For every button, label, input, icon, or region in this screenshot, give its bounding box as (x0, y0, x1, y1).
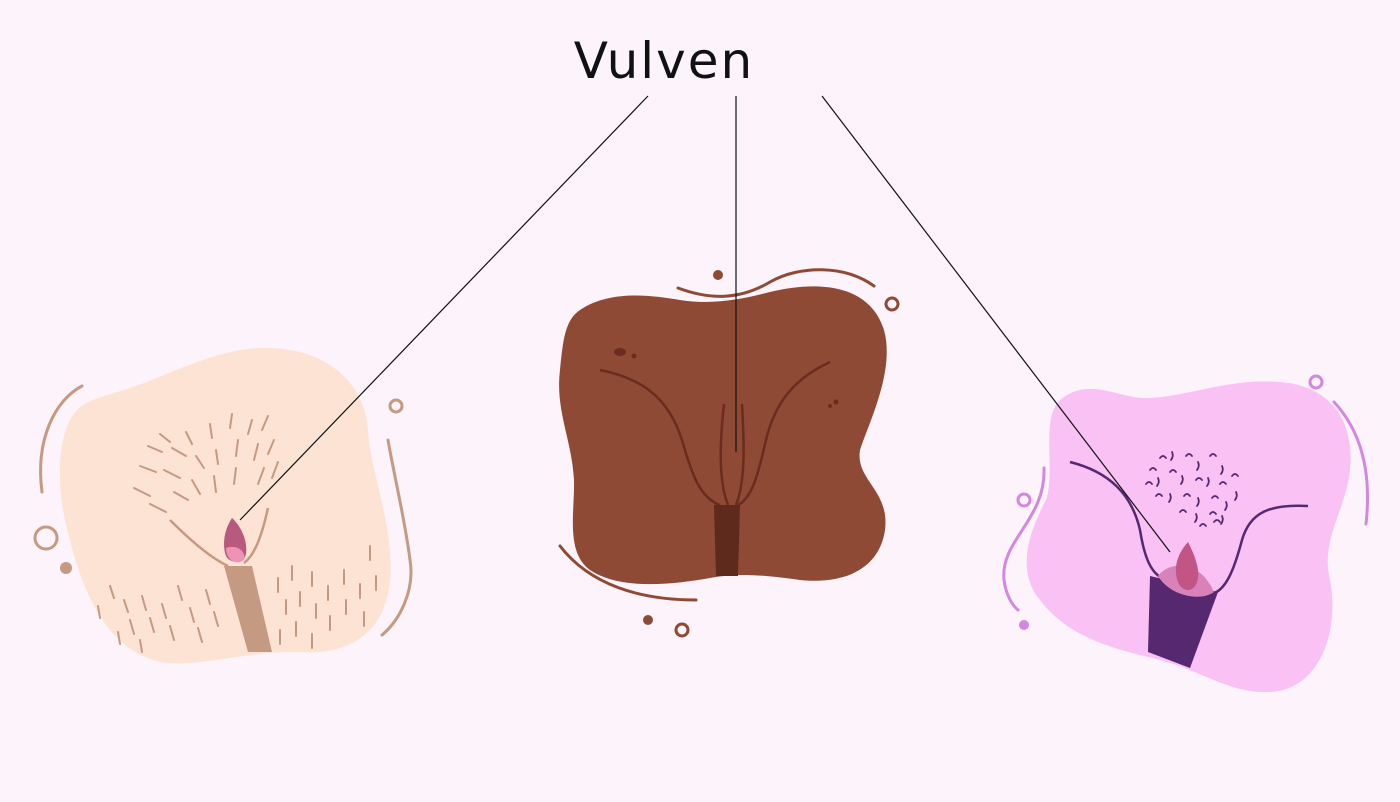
dot-pink (1019, 620, 1029, 630)
contour-light (169, 519, 229, 568)
ring-light-2 (33, 525, 59, 551)
freckle-brown-1 (614, 348, 626, 356)
ring-brown-1 (884, 296, 900, 312)
swoosh-light-left (39, 384, 84, 494)
vulva-illustration-pink (1002, 374, 1370, 693)
ring-light-1 (388, 398, 404, 414)
swoosh-pink-left (1002, 466, 1046, 612)
inner-brown-right (734, 403, 745, 506)
contour-brown-left (599, 368, 721, 507)
freckle-brown-3 (833, 399, 839, 405)
leader-line-left (239, 95, 649, 521)
inner-light-2 (226, 546, 245, 563)
vulva-illustration-light (33, 347, 413, 664)
diagram-title: Vulven (573, 32, 755, 90)
leg-gap-light (224, 566, 272, 652)
dot-light (60, 562, 72, 574)
vulva-illustration-brown (558, 268, 900, 638)
swoosh-brown-top (676, 268, 876, 298)
dot-brown-2 (643, 615, 653, 625)
swoosh-brown-bottom (558, 544, 698, 602)
freckle-brown-4 (828, 404, 832, 408)
ring-brown-2 (674, 622, 690, 638)
inner-pink (1175, 542, 1199, 591)
contour-pink-left (1069, 460, 1163, 580)
inner-brown-left (719, 403, 730, 506)
leader-line-right (821, 95, 1171, 553)
freckle-brown-2 (631, 353, 637, 359)
contour-pink-right (1211, 504, 1309, 596)
ring-pink-1 (1308, 374, 1324, 390)
swoosh-light-right (380, 438, 413, 637)
dot-brown-1 (713, 270, 723, 280)
leader-lines (239, 95, 1171, 553)
blob-pink (1026, 381, 1351, 693)
hair-light (97, 413, 377, 653)
blob-brown (559, 286, 887, 585)
swoosh-pink-right (1332, 400, 1370, 526)
blob-light (59, 347, 391, 664)
hair-pink (1145, 451, 1239, 527)
leg-gap-brown (714, 505, 740, 576)
contour-light-2 (243, 507, 270, 565)
contour-brown-right (737, 360, 831, 507)
leg-gap-pink (1148, 576, 1218, 668)
ring-pink-2 (1016, 492, 1032, 508)
